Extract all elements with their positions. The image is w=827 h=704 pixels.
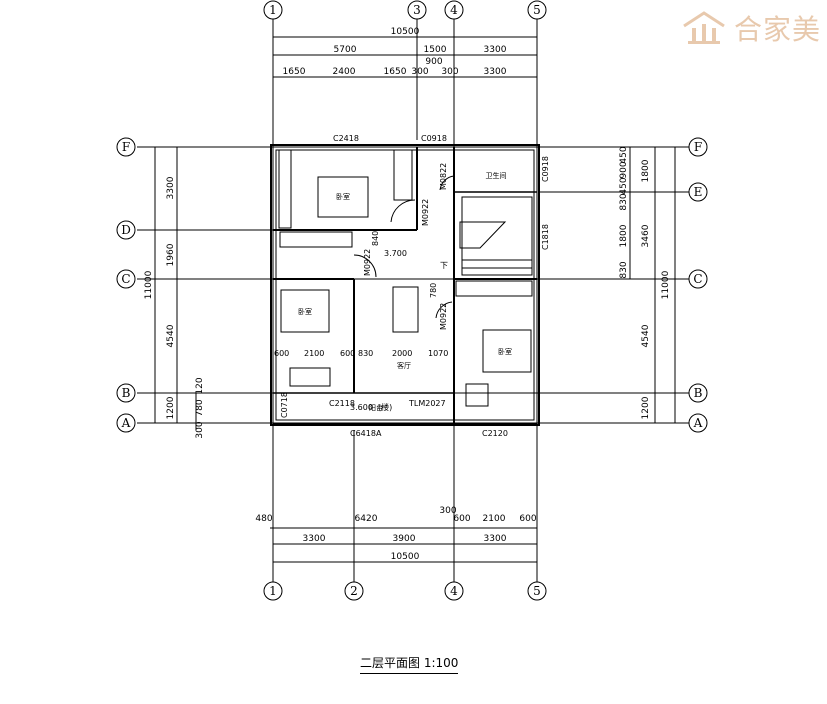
dim-top-5700: 5700 [334, 45, 357, 55]
dim-top-900: 900 [425, 57, 442, 67]
label-c0918-top: C0918 [421, 134, 447, 143]
label-elev-note: (楼) [378, 402, 392, 412]
room-bedroom-2: 卧室 [298, 307, 312, 316]
dim-right-900: 900 [619, 161, 629, 178]
label-c2120: C2120 [482, 429, 508, 438]
label-780: 780 [429, 283, 438, 298]
dim-right-450b: 450 [619, 177, 629, 194]
axis-right-b: B [694, 386, 703, 400]
dim-right-total: 11000 [661, 270, 671, 299]
dim-left-total: 11000 [144, 270, 154, 299]
axis-top-1: 1 [269, 3, 277, 17]
label-m0922-b: M0922 [363, 249, 372, 276]
dim-bottom-300: 300 [439, 506, 456, 516]
label-c2118: C2118 [329, 399, 355, 408]
dim-bottom-600b: 600 [519, 514, 536, 524]
room-bedroom-1: 卧室 [336, 192, 350, 201]
dim-bottom-6420: 6420 [355, 514, 378, 524]
dim-right-1800b: 1800 [619, 224, 629, 247]
dim-right-1200: 1200 [641, 396, 651, 419]
dim-right-4540: 4540 [641, 324, 651, 347]
axis-top-3: 3 [413, 3, 421, 17]
dim-bottom-total: 10500 [391, 552, 420, 562]
label-c1818: C1818 [541, 224, 550, 250]
inner-dim-2100: 2100 [304, 349, 324, 358]
dim-top-3300: 3300 [484, 45, 507, 55]
axis-left-f: F [122, 140, 130, 154]
drawing-title: 二层平面图 1:100 [360, 654, 459, 674]
dim-bottom-3300b: 3300 [484, 534, 507, 544]
dim-top-total: 10500 [391, 27, 420, 37]
dim-top-1650b: 1650 [384, 67, 407, 77]
dim-left-3300: 3300 [166, 176, 176, 199]
axis-left-c: C [121, 272, 130, 286]
dim-left-4540: 4540 [166, 324, 176, 347]
label-tlm2027: TLM2027 [408, 399, 446, 408]
axis-left-b: B [122, 386, 131, 400]
inner-dim-600b: 600 [340, 349, 355, 358]
label-m0822: M0822 [439, 163, 448, 190]
brand-name: 合家美 [733, 13, 821, 46]
label-c0918-right: C0918 [541, 156, 550, 182]
inner-dim-1070: 1070 [428, 349, 448, 358]
axis-right-c: C [693, 272, 702, 286]
label-840: 840 [371, 231, 380, 246]
axis-top-5: 5 [533, 3, 541, 17]
axis-left-d: D [121, 223, 131, 237]
dim-right-830b: 830 [619, 261, 629, 278]
label-elev-3600: 3.600 [350, 403, 373, 412]
dim-top-2400: 2400 [333, 67, 356, 77]
dim-left-120: 120 [195, 377, 205, 394]
room-bedroom-3: 卧室 [498, 347, 512, 356]
label-down: 下 [440, 261, 448, 270]
dim-left-300: 300 [195, 421, 205, 438]
dim-top-1500: 1500 [424, 45, 447, 55]
label-m0922-c: M0922 [439, 303, 448, 330]
dim-bottom-600a: 600 [453, 514, 470, 524]
dim-bottom-3300a: 3300 [303, 534, 326, 544]
inner-dim-2000: 2000 [392, 349, 412, 358]
dim-bottom-480: 480 [255, 514, 272, 524]
axis-right-e: E [694, 185, 703, 199]
dim-right-3460: 3460 [641, 224, 651, 247]
dim-bottom-2100: 2100 [483, 514, 506, 524]
room-living: 客厅 [397, 361, 411, 370]
dim-top-300a: 300 [411, 67, 428, 77]
label-c0718: C0718 [280, 392, 289, 418]
dim-right-450a: 450 [619, 146, 629, 163]
axis-right-a: A [693, 416, 703, 430]
dim-top-1650a: 1650 [283, 67, 306, 77]
label-c6418a: C6418A [350, 429, 382, 438]
label-c2418: C2418 [333, 134, 359, 143]
dim-left-780: 780 [195, 399, 205, 416]
axis-top-4: 4 [450, 3, 458, 17]
room-bath: 卫生间 [486, 171, 507, 180]
axis-bottom-1: 1 [269, 584, 277, 598]
inner-dim-830: 830 [358, 349, 373, 358]
dim-top-300b: 300 [441, 67, 458, 77]
label-elev-3700: 3.700 [384, 249, 407, 258]
dim-right-830a: 830 [619, 193, 629, 210]
inner-dim-600a: 600 [274, 349, 289, 358]
label-m0922-a: M0922 [421, 199, 430, 226]
axis-left-a: A [121, 416, 131, 430]
dim-left-1200: 1200 [166, 396, 176, 419]
brand-watermark: 合家美 [680, 8, 821, 48]
axis-bottom-2: 2 [350, 584, 358, 598]
dim-bottom-3900: 3900 [393, 534, 416, 544]
axis-bottom-4: 4 [450, 584, 458, 598]
house-logo-icon [683, 11, 725, 44]
room-balcony: 阳台 [369, 403, 383, 412]
dim-left-1960: 1960 [166, 243, 176, 266]
dim-top-3300b: 3300 [484, 67, 507, 77]
dim-right-1800: 1800 [641, 159, 651, 182]
axis-bottom-5: 5 [533, 584, 541, 598]
axis-right-f: F [694, 140, 702, 154]
